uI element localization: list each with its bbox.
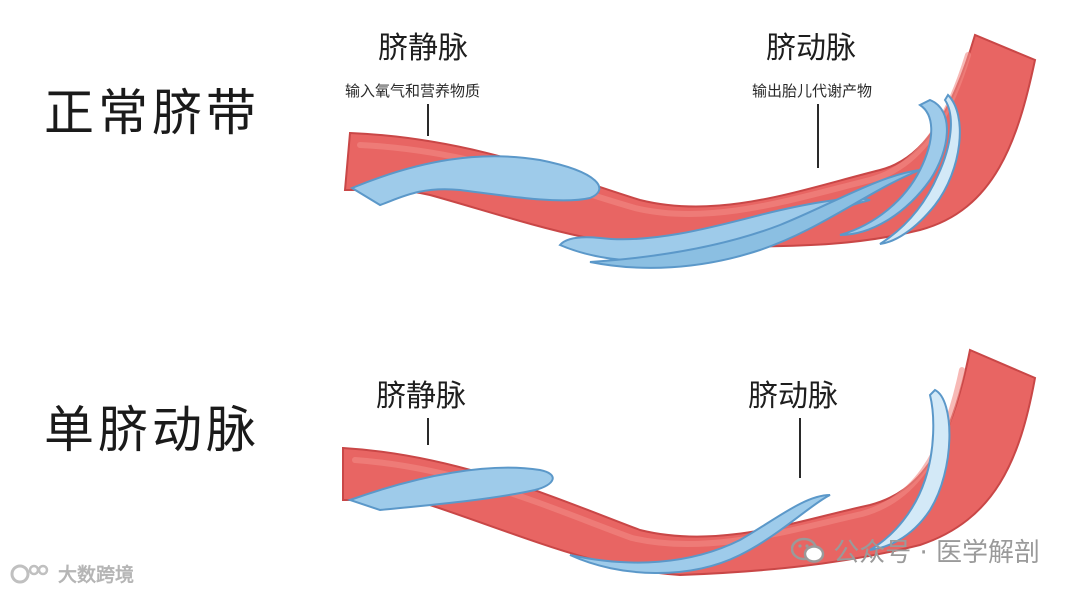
single-vein-1 [346, 466, 554, 512]
normal-vein-5 [879, 93, 961, 245]
single-artery-band [342, 348, 1037, 577]
single-cord [342, 348, 1037, 577]
single-panel-title: 单脐动脉 [44, 401, 260, 459]
watermark-right: 公众号 · 医学解剖 [791, 532, 1040, 569]
normal-artery-note: 输出胎儿代谢产物 [752, 82, 873, 100]
single-vein-3 [869, 388, 951, 551]
single-vein-label: 脐静脉 [376, 379, 466, 414]
normal-panel-title: 正常脐带 [44, 84, 260, 142]
single-vein-2 [569, 494, 831, 574]
normal-vein-4 [839, 98, 948, 236]
watermark-left: 大数跨境 [10, 560, 134, 587]
normal-vein-1 [349, 155, 601, 207]
watermark-left-text: 大数跨境 [58, 564, 135, 586]
normal-vein-note: 输入氧气和营养物质 [345, 82, 481, 100]
normal-vein-label: 脐静脉 [378, 31, 468, 66]
watermark-right-text: 公众号 · 医学解剖 [833, 538, 1040, 568]
wechat-icon [791, 537, 825, 563]
watermark-logo-icon [10, 564, 49, 583]
single-artery-label: 脐动脉 [748, 379, 838, 414]
normal-cord [343, 33, 1037, 269]
normal-artery-label: 脐动脉 [766, 31, 856, 66]
